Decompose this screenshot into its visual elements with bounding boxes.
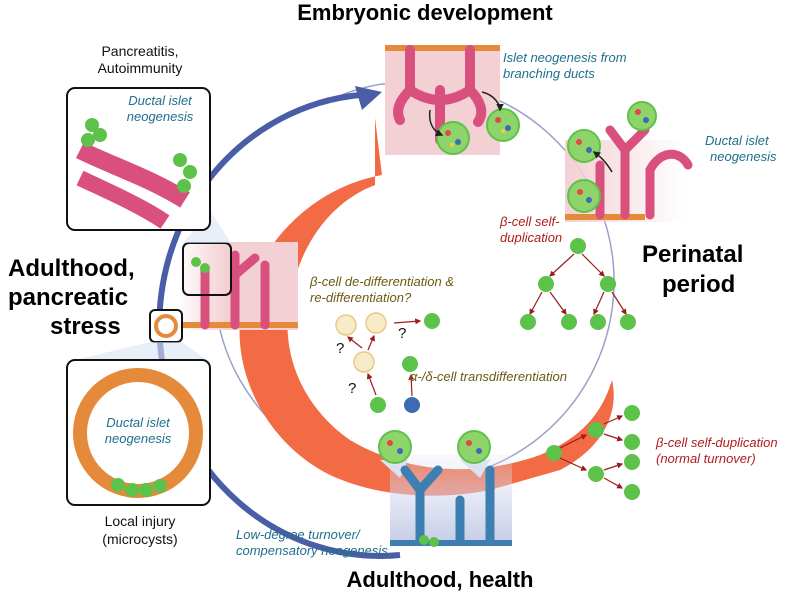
label-islet-branch-2: branching ducts [503,66,595,81]
label-beta-selfdup-1: β-cell self- [499,214,560,229]
label-beta-dediff-2: re-differentiation? [310,290,412,305]
islet-cluster-perinatal-3 [567,179,601,213]
title-adult-health: Adulthood, health [347,567,534,592]
perinatal-beta-cell-tree [520,238,636,330]
adult-stress-duct-panel [149,242,298,343]
label-low-degree-2: compensatory neogenesis [236,543,388,558]
label-pancreatitis-1: Pancreatitis, [101,43,178,59]
label-beta-dediff-1: β-cell de-differentiation & [309,274,454,289]
islet-cluster-perinatal-1 [567,129,601,163]
label-beta-normal-2: (normal turnover) [656,451,756,466]
label-pancreatitis-2: Autoimmunity [98,60,183,76]
local-injury-box [66,342,211,506]
label-local-injury-2: (microcysts) [102,531,177,547]
label-ductal-islet-2b: neogenesis [105,431,172,446]
label-ductal-islet-3b: neogenesis [710,149,777,164]
dediff-cells [335,312,440,413]
islet-cluster-adult-1 [378,430,412,464]
islet-cluster-adult-2 [457,430,491,464]
label-ductal-islet-1a: Ductal islet [128,93,193,108]
question-mark-1: ? [336,340,344,357]
label-ductal-islet-3a: Ductal islet [705,133,770,148]
title-perinatal-2: period [662,271,735,298]
islet-cluster-embryonic-1 [436,121,470,155]
label-beta-normal-1: β-cell self-duplication [655,435,778,450]
question-mark-2: ? [398,325,406,342]
label-islet-branch-1: Islet neogenesis from [503,50,627,65]
tissue-stress-band [239,118,614,496]
label-alpha-delta: α-/δ-cell transdifferentiation [410,369,567,384]
title-adult-stress-3: stress [50,313,121,340]
label-ductal-islet-1b: neogenesis [127,109,194,124]
label-beta-selfdup-2: duplication [500,230,562,245]
adult-health-duct-panel [380,455,512,547]
title-adult-stress-1: Adulthood, [8,255,135,282]
islet-cluster-perinatal-2 [627,101,657,131]
label-low-degree-1: Low-degree turnover/ [236,527,361,542]
islet-cluster-embryonic-2 [486,108,520,142]
label-ductal-islet-2a: Ductal islet [106,415,171,430]
question-mark-3: ? [348,380,356,397]
title-embryonic: Embryonic development [297,0,553,25]
pancreatitis-box [66,87,231,243]
adult-beta-cell-tree [546,405,640,500]
title-adult-stress-2: pancreatic [8,284,128,311]
title-perinatal-1: Perinatal [642,241,743,268]
label-local-injury-1: Local injury [105,513,176,529]
